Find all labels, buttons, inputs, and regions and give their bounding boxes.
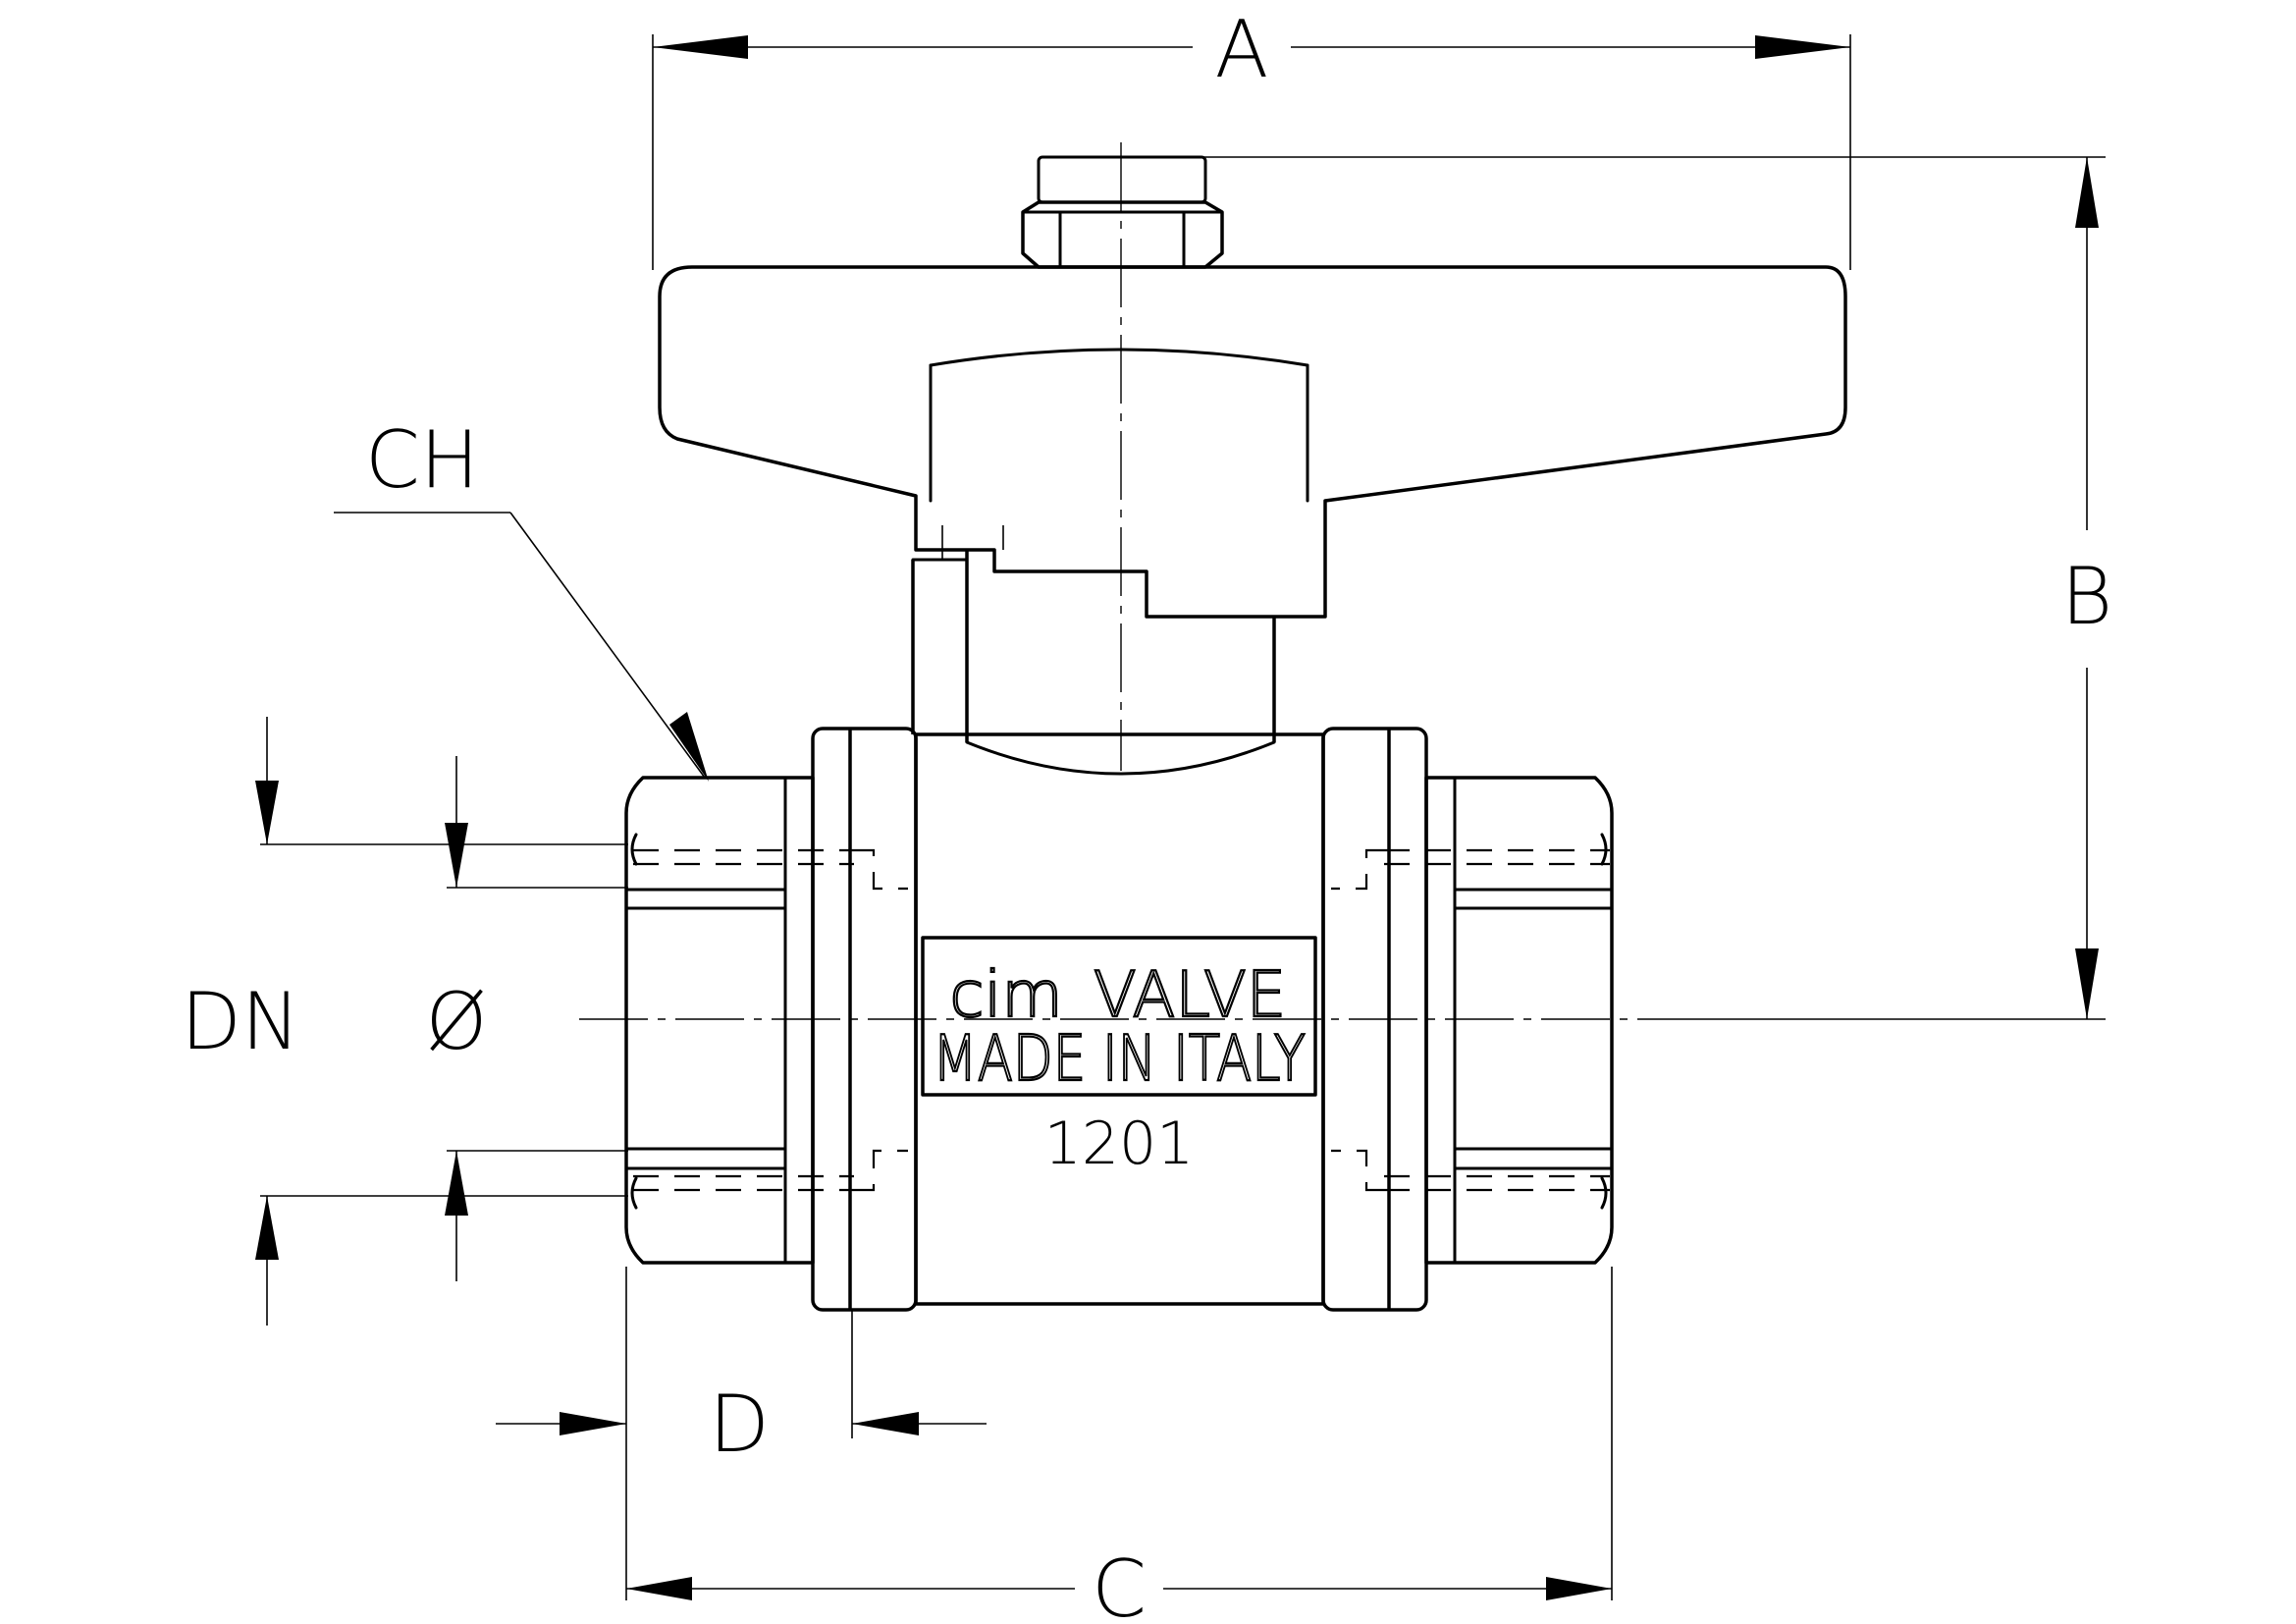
dimension-label-dn: DN — [181, 976, 299, 1067]
valve-stem — [911, 525, 1276, 776]
dimension-a: A — [652, 4, 1851, 270]
hex-nut — [1021, 155, 1224, 269]
brand-logo: cim — [949, 959, 1062, 1032]
dimension-dn: DN — [181, 717, 628, 1326]
dimension-label-a: A — [1215, 4, 1269, 95]
dimension-d: D — [496, 1310, 987, 1470]
brand-suffix: VALVE — [1094, 959, 1286, 1032]
dimension-label-ch: CH — [365, 414, 479, 506]
dimension-label-c: C — [1092, 1543, 1147, 1624]
body-marking: cim VALVE MADE IN ITALY 1201 — [932, 958, 1307, 1178]
left-threaded-end — [624, 776, 815, 1265]
butterfly-handle — [658, 265, 1847, 619]
dimension-diameter: Ø — [426, 756, 628, 1281]
dimension-ch: CH — [334, 414, 709, 782]
hidden-bore-lines — [633, 848, 1610, 1192]
center-lines — [579, 142, 2106, 1020]
right-threaded-end — [1424, 776, 1614, 1265]
dimension-label-d: D — [709, 1379, 770, 1470]
origin-marking: MADE IN ITALY — [933, 1023, 1306, 1096]
dimension-b: B — [1119, 156, 2112, 1019]
dimension-c: C — [625, 1267, 1613, 1624]
dimension-label-b: B — [2061, 551, 2112, 642]
dimension-label-diameter: Ø — [426, 976, 488, 1067]
model-number: 1201 — [1044, 1110, 1195, 1178]
